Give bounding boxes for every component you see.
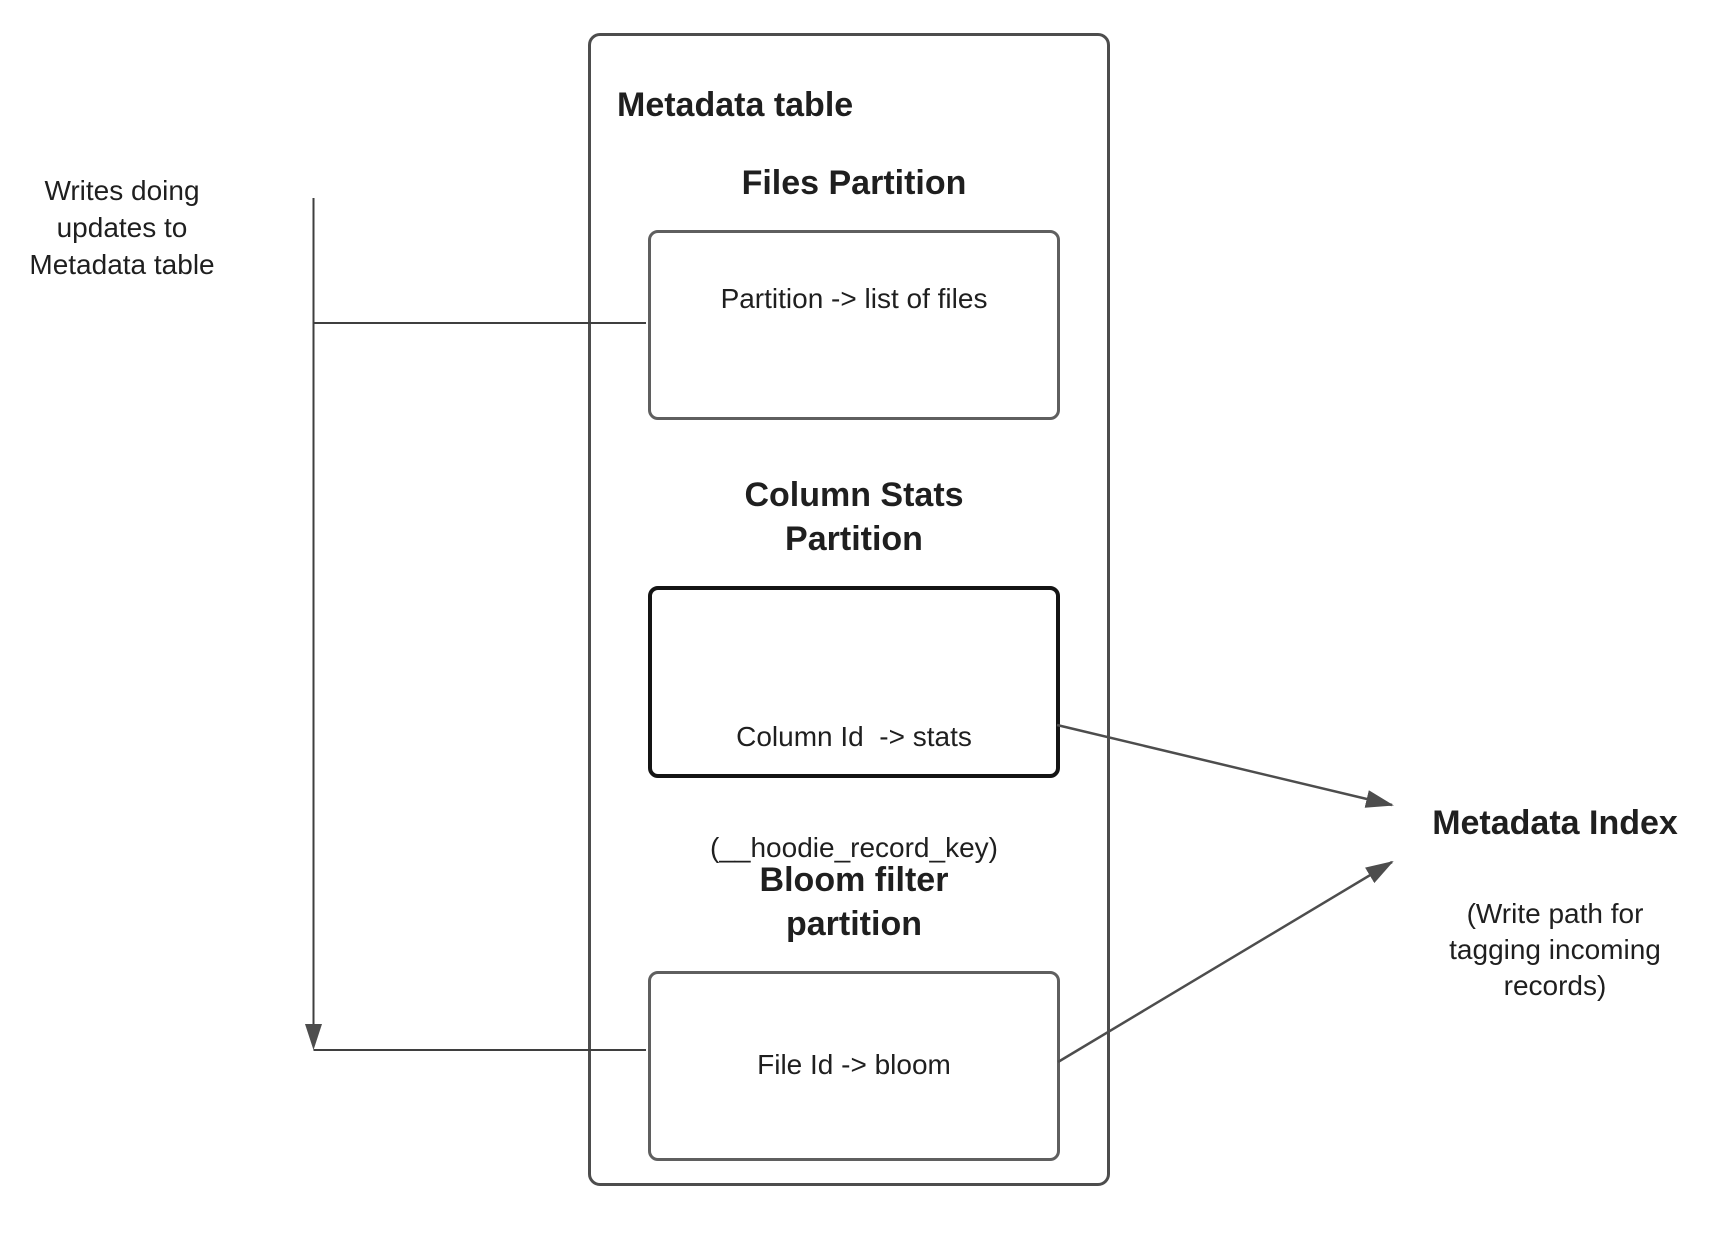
metadata-index-title: Metadata Index bbox=[1432, 804, 1678, 842]
bloom-partition-box: File Id -> bloom bbox=[648, 971, 1060, 1161]
column-stats-text-line1: Column Id -> stats bbox=[736, 721, 972, 752]
writes-down-arrowhead bbox=[305, 1024, 322, 1050]
column-stats-box: Column Id -> stats (__hoodie_record_key) bbox=[648, 586, 1060, 863]
files-partition-heading-text: Files Partition bbox=[741, 164, 967, 202]
bloom-partition-heading: Bloom filter partition bbox=[648, 858, 1060, 946]
column-stats-heading-text: Column Stats Partition bbox=[744, 476, 964, 558]
metadata-table-box: Metadata table Files Partition Partition… bbox=[588, 33, 1110, 1186]
column-stats-heading: Column Stats Partition bbox=[648, 473, 1060, 561]
bloom-partition-heading-text: Bloom filter partition bbox=[759, 861, 949, 943]
files-partition-text: Partition -> list of files bbox=[720, 283, 988, 314]
column-stats-text: Column Id -> stats (__hoodie_record_key) bbox=[652, 644, 1056, 940]
writes-note: Writes doing updates to Metadata table bbox=[29, 175, 215, 280]
metadata-index-subtitle: (Write path for tagging incoming records… bbox=[1449, 898, 1661, 1001]
files-partition-heading: Files Partition bbox=[648, 161, 1060, 205]
metadata-table-title: Metadata table bbox=[617, 86, 854, 124]
bloom-partition-text: File Id -> bloom bbox=[757, 1049, 951, 1080]
files-partition-box: Partition -> list of files bbox=[648, 230, 1060, 420]
column-stats-text-line2: (__hoodie_record_key) bbox=[710, 832, 998, 863]
